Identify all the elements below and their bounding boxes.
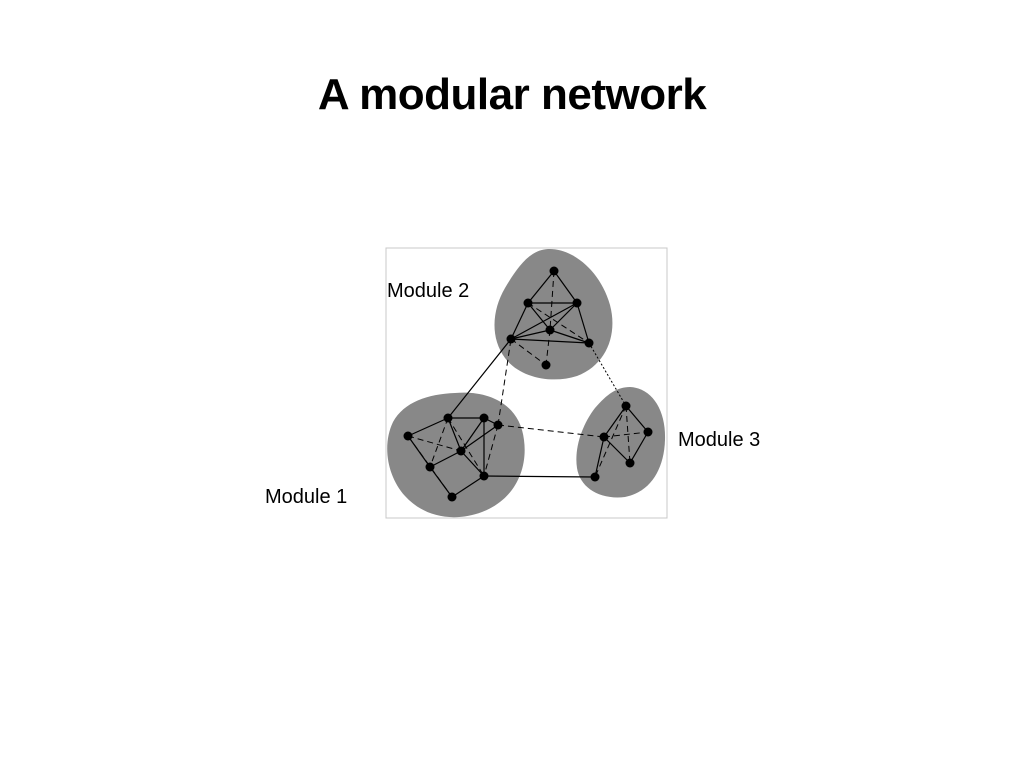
module-2-edge xyxy=(549,302,578,331)
module-2-edge xyxy=(527,270,555,304)
module-3-edge xyxy=(594,405,627,478)
module-2-label: Module 2 xyxy=(387,280,469,302)
module-2-edge xyxy=(527,302,590,344)
module-3-region xyxy=(576,387,666,498)
module-2-edge xyxy=(510,302,578,340)
module-3-edge xyxy=(625,405,649,433)
module-3-node xyxy=(599,432,609,442)
module-2-node xyxy=(572,298,582,308)
module-2-edge xyxy=(545,329,551,366)
module-3-label: Module 3 xyxy=(678,429,760,451)
module-1-node xyxy=(493,420,503,430)
module-2-edge xyxy=(510,338,547,366)
module-2-edge xyxy=(510,302,529,340)
module-3-node xyxy=(625,458,635,468)
module-2-edge xyxy=(549,329,590,344)
module-3-edge xyxy=(594,436,605,478)
edges-layer xyxy=(407,270,649,498)
module-2-node xyxy=(545,325,555,335)
module-2-node xyxy=(541,360,551,370)
module-2-edge xyxy=(576,302,590,344)
module-3-node xyxy=(621,401,631,411)
inter-module-edge xyxy=(483,475,596,478)
module-1-node xyxy=(443,413,453,423)
module-1-edge xyxy=(407,435,453,498)
module-1-edge xyxy=(429,450,462,468)
module-1-edge xyxy=(447,417,485,477)
module-1-node xyxy=(447,492,457,502)
module-3-edge xyxy=(629,431,649,464)
module-1-edge xyxy=(483,424,499,477)
inter-module-edge xyxy=(588,342,627,407)
module-2-edge xyxy=(553,270,578,304)
module-2-edge xyxy=(510,338,590,344)
module-2-region xyxy=(494,248,613,380)
module-3-edge xyxy=(603,405,627,438)
slide-title: A modular network xyxy=(317,70,707,119)
inter-module-edge xyxy=(497,338,512,426)
nodes-layer xyxy=(403,266,653,502)
inter-module-edge xyxy=(447,338,512,419)
module-3-edge xyxy=(603,436,631,464)
module-2-edge xyxy=(510,329,551,340)
module-1-edge xyxy=(460,450,485,477)
module-3-node xyxy=(643,427,653,437)
module-1-edge xyxy=(407,417,449,437)
module-1-node xyxy=(479,413,489,423)
module-2-node xyxy=(549,266,559,276)
module-1-edge xyxy=(407,435,462,452)
module-2-edge xyxy=(527,302,551,331)
module-3-node xyxy=(590,472,600,482)
module-1-node xyxy=(403,431,413,441)
module-1-label: Module 1 xyxy=(265,486,347,508)
module-1-edge xyxy=(451,475,485,498)
module-1-edge xyxy=(429,417,449,468)
module-1-edge xyxy=(447,417,462,452)
module-3-edge xyxy=(603,431,649,438)
module-1-region xyxy=(387,392,525,518)
module-2-node xyxy=(584,338,594,348)
module-2-node xyxy=(506,334,516,344)
module-1-node xyxy=(456,446,466,456)
inter-module-edge xyxy=(497,424,605,438)
module-1-edge xyxy=(460,424,499,452)
module-2-node xyxy=(523,298,533,308)
module-1-node xyxy=(425,462,435,472)
module-1-node xyxy=(479,471,489,481)
